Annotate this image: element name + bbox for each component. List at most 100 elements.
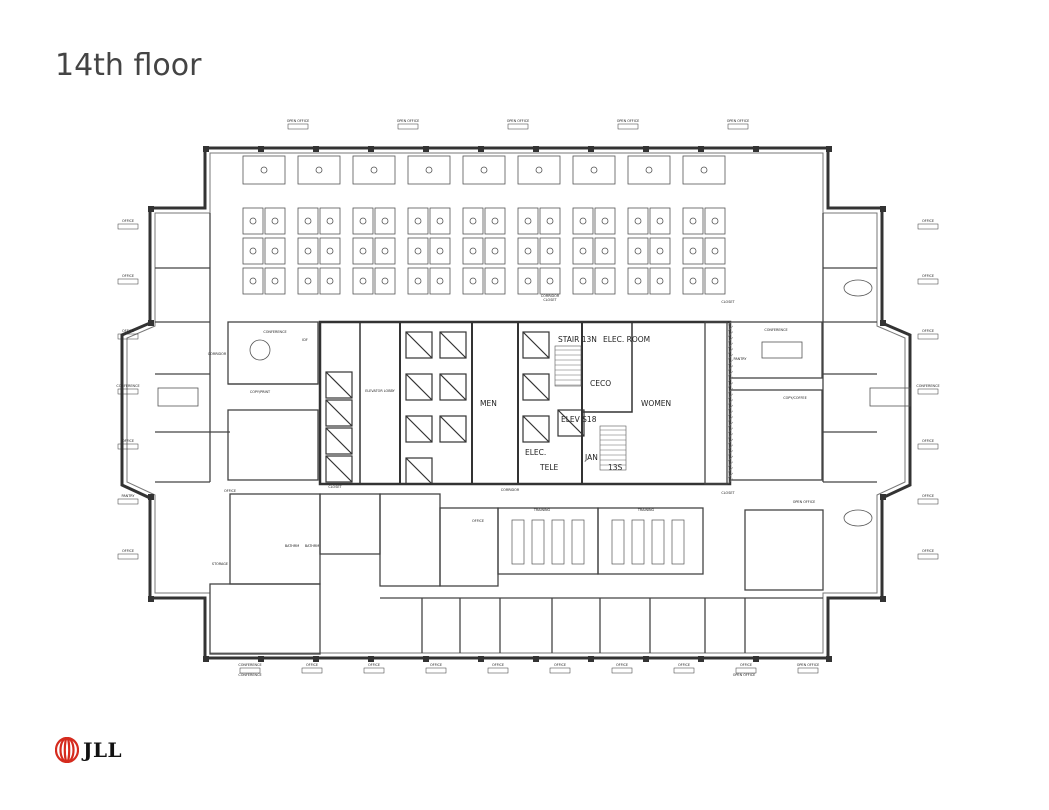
column — [698, 146, 704, 152]
room-tags: OPEN OFFICE OPEN OFFICE OPEN OFFICE OPEN OF… — [116, 119, 940, 674]
workstation — [682, 207, 704, 235]
elevator-car — [325, 371, 353, 399]
desk-chair — [381, 217, 389, 225]
desk-chair — [469, 247, 477, 255]
column — [826, 656, 832, 662]
stair-13n-label: STAIR 13N — [558, 335, 597, 344]
room-tag-text: OFFICE — [492, 663, 504, 667]
room-tag-text: PANTRY — [122, 494, 136, 498]
room-tag-box — [117, 388, 139, 395]
column — [588, 656, 594, 662]
elevator-car — [522, 373, 550, 401]
open-office-workstations — [242, 155, 726, 295]
room-tag-text: OFFICE — [368, 663, 380, 667]
elevator-cross — [405, 331, 433, 359]
room-tag: OFFICE — [917, 494, 939, 505]
label-training-b: TRAINING — [637, 508, 655, 512]
workstation — [264, 207, 286, 235]
label-bathroom-a: BATHRM — [285, 544, 299, 548]
room-tag-box — [917, 333, 939, 340]
room-tag: OFFICE — [673, 663, 695, 674]
workstation — [594, 207, 616, 235]
room-tag-text: OPEN OFFICE — [617, 119, 640, 123]
training-table — [651, 519, 665, 565]
column — [643, 656, 649, 662]
page-title: 14th floor — [55, 48, 202, 83]
workstation — [319, 207, 341, 235]
room-tag: OFFICE — [117, 274, 139, 285]
room-tag-text: OFFICE — [122, 439, 134, 443]
room-tag: OPEN OFFICE — [507, 119, 529, 130]
workstation — [319, 267, 341, 295]
room-tag: OPEN OFFICE — [727, 119, 749, 130]
training-table — [671, 519, 685, 565]
label-pantry-e: PANTRY — [734, 357, 748, 361]
workstation — [242, 155, 286, 185]
workstation — [649, 207, 671, 235]
room-tag-text: OFFICE — [922, 219, 934, 223]
stair-treads — [555, 349, 626, 466]
label-open-office-e: OPEN OFFICE — [793, 500, 816, 504]
workstation — [484, 207, 506, 235]
room-tag-box — [727, 123, 749, 130]
ceco-label: CECO — [590, 379, 611, 388]
elevator-car — [405, 373, 433, 401]
column — [478, 656, 484, 662]
workstation — [297, 267, 319, 295]
workstation — [264, 267, 286, 295]
room-tag: CONFERENCE — [116, 384, 140, 395]
workstation — [682, 155, 726, 185]
workstation — [352, 267, 374, 295]
room-tag: OPEN OFFICE — [397, 119, 419, 130]
room-tag-box — [397, 123, 419, 130]
room-tag: OFFICE — [611, 663, 633, 674]
column — [588, 146, 594, 152]
room-tag: OFFICE — [425, 663, 447, 674]
desk-chair — [546, 247, 554, 255]
elevator-car — [439, 331, 467, 359]
desk-chair — [491, 277, 499, 285]
room-tag-box — [363, 667, 385, 674]
workstation — [374, 207, 396, 235]
elevator-cross — [557, 409, 585, 437]
room-tag: OFFICE — [917, 549, 939, 560]
desk-chair — [546, 277, 554, 285]
elevator-cross — [522, 373, 550, 401]
column — [880, 206, 886, 212]
floor-plan: STAIR 13N ELEC. ROOM CECO MEN WOMEN ELEV… — [116, 119, 940, 677]
room-tag-text: OPEN OFFICE — [797, 663, 820, 667]
elevator-car — [325, 455, 353, 483]
workstation — [374, 267, 396, 295]
desk-chair — [271, 277, 279, 285]
room-tag: OPEN OFFICE — [617, 119, 640, 130]
room-tag-text: OFFICE — [922, 274, 934, 278]
column — [258, 146, 264, 152]
desk-chair — [425, 166, 433, 174]
label-office-sw: OFFICE — [224, 489, 236, 493]
workstation — [517, 267, 539, 295]
training-table — [531, 519, 545, 565]
desk-chair — [414, 277, 422, 285]
room-tag-text: OFFICE — [922, 329, 934, 333]
workstation — [704, 267, 726, 295]
desk-chair — [469, 217, 477, 225]
label-corridor-w: CORRIDOR — [208, 352, 227, 356]
desk-chair — [326, 217, 334, 225]
column — [423, 146, 429, 152]
workstation — [242, 267, 264, 295]
room-tag-box — [117, 443, 139, 450]
elevator-shafts — [325, 331, 585, 485]
workstation — [572, 237, 594, 265]
desk-chair — [359, 217, 367, 225]
label-conference-s: CONFERENCE — [238, 673, 261, 677]
training-table — [611, 519, 625, 565]
room-tag-text: OFFICE — [922, 549, 934, 553]
desk-chair — [480, 166, 488, 174]
desk-chair — [601, 277, 609, 285]
room-tag-box — [617, 123, 639, 130]
column — [880, 320, 886, 326]
women-label: WOMEN — [641, 399, 671, 408]
jll-logo: JLL — [55, 737, 122, 763]
room-tag-box — [507, 123, 529, 130]
room-tag: OFFICE — [117, 439, 139, 450]
